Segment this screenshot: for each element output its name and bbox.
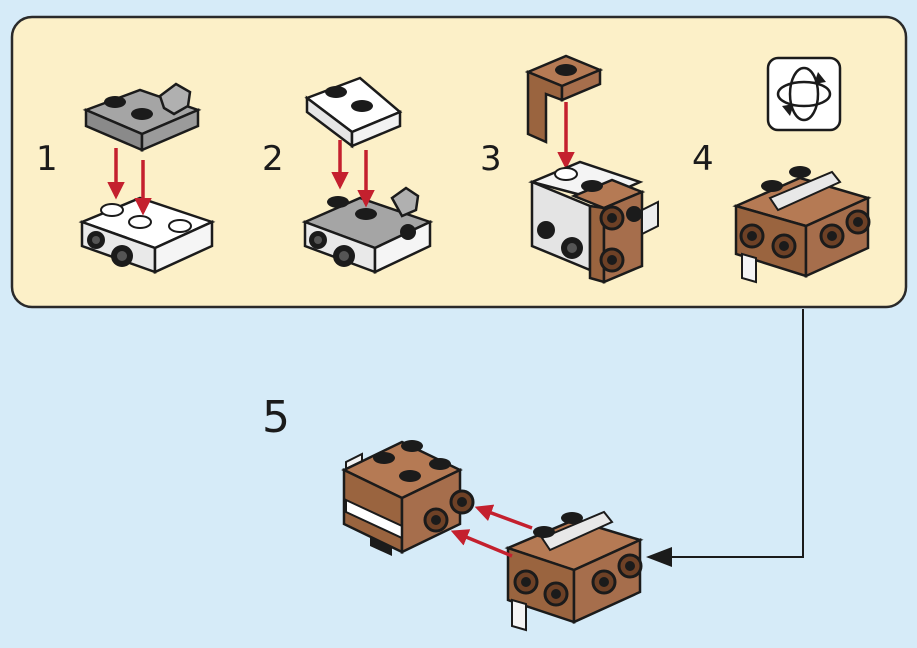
step-number-2: 2 [262, 142, 284, 176]
step-number-1: 1 [36, 142, 58, 176]
rotate-model-icon [768, 58, 840, 130]
step-number-5: 5 [262, 396, 290, 440]
step-number-3: 3 [480, 142, 502, 176]
step-number-4: 4 [692, 142, 714, 176]
